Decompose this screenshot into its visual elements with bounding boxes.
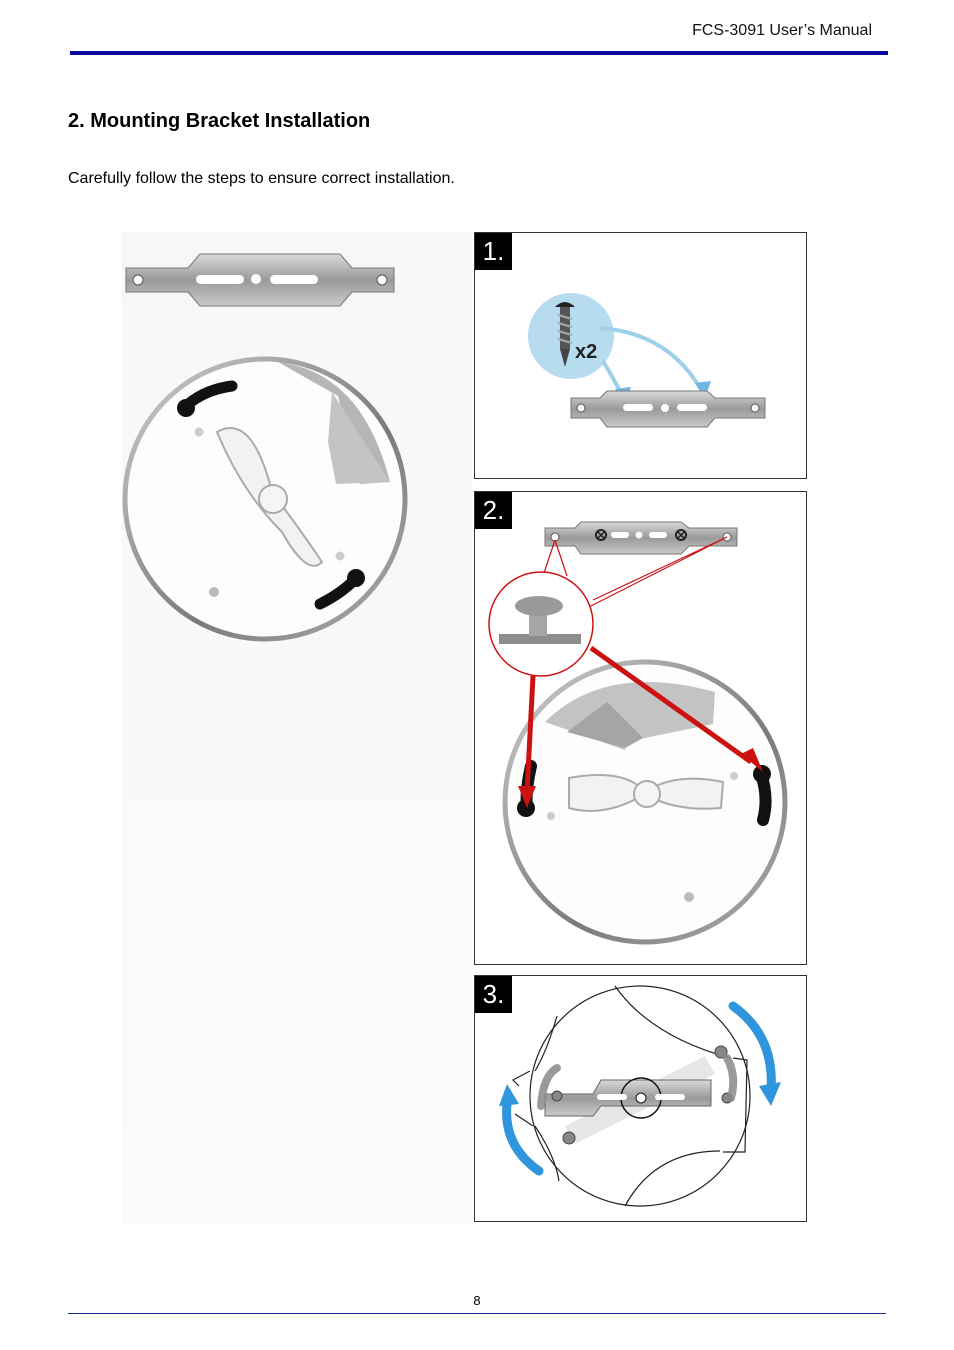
header-rule [70,51,888,55]
camera-base-image [122,356,408,642]
screw-callout [528,293,614,379]
rotate-arrow-left [499,1084,544,1176]
manual-title: FCS-3091 User’s Manual [692,22,872,39]
footer-rule [68,1313,886,1314]
step-2-label: 2. [475,492,512,529]
section-title: 2. Mounting Bracket Installation [68,110,371,132]
screw-head-zoom [488,571,594,677]
intro-text: Carefully follow the steps to ensure cor… [68,170,455,187]
parts-illustration [122,232,472,1224]
rotate-arrow-right [728,1001,781,1106]
screw-icon [555,302,575,367]
rotation-diagram [512,985,751,1207]
camera-base-image-2 [502,659,788,945]
red-arrows [518,645,763,808]
mounting-bracket-image [125,253,395,307]
step-1-panel: 1. x2 [474,232,807,479]
page-number: 8 [473,1293,481,1308]
arrow-right [599,326,705,394]
bracket-small-image [570,390,766,428]
zoom-callout-lines [542,536,728,611]
step-1-label: 1. [475,233,512,270]
bracket-with-screws-image [544,521,738,555]
screw-count: x2 [575,341,597,363]
step-2-panel: 2. [474,491,807,965]
step-3-label: 3. [475,976,512,1013]
step-3-panel: 3. [474,975,807,1222]
